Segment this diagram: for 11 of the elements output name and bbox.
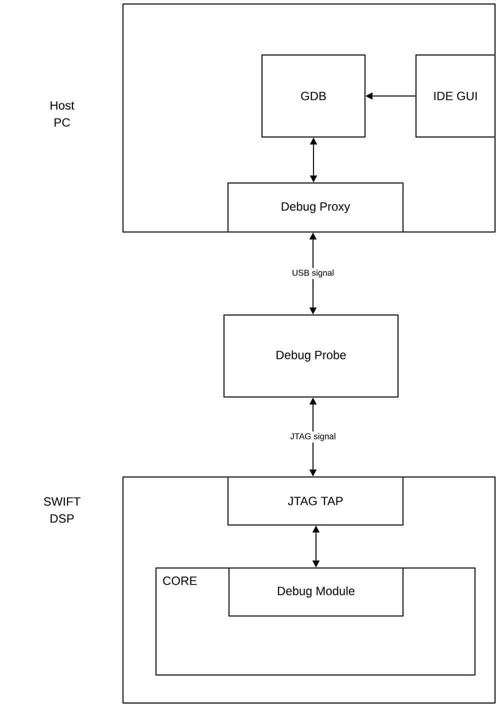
group-heading: SWIFT DSP [44, 497, 80, 523]
edge-label: JTAG signal [288, 432, 338, 442]
group-heading: Host PC [50, 101, 74, 127]
process-box: Debug Proxy [228, 182, 404, 232]
process-box: Debug Module [228, 568, 404, 616]
process-box: Debug Probe [224, 314, 398, 398]
process-box: JTAG TAP [228, 476, 404, 526]
process-box: IDE GUI [416, 54, 496, 138]
process-box: GDB [262, 54, 366, 138]
edge-label: USB signal [290, 268, 336, 279]
group-heading: CORE [163, 576, 197, 585]
